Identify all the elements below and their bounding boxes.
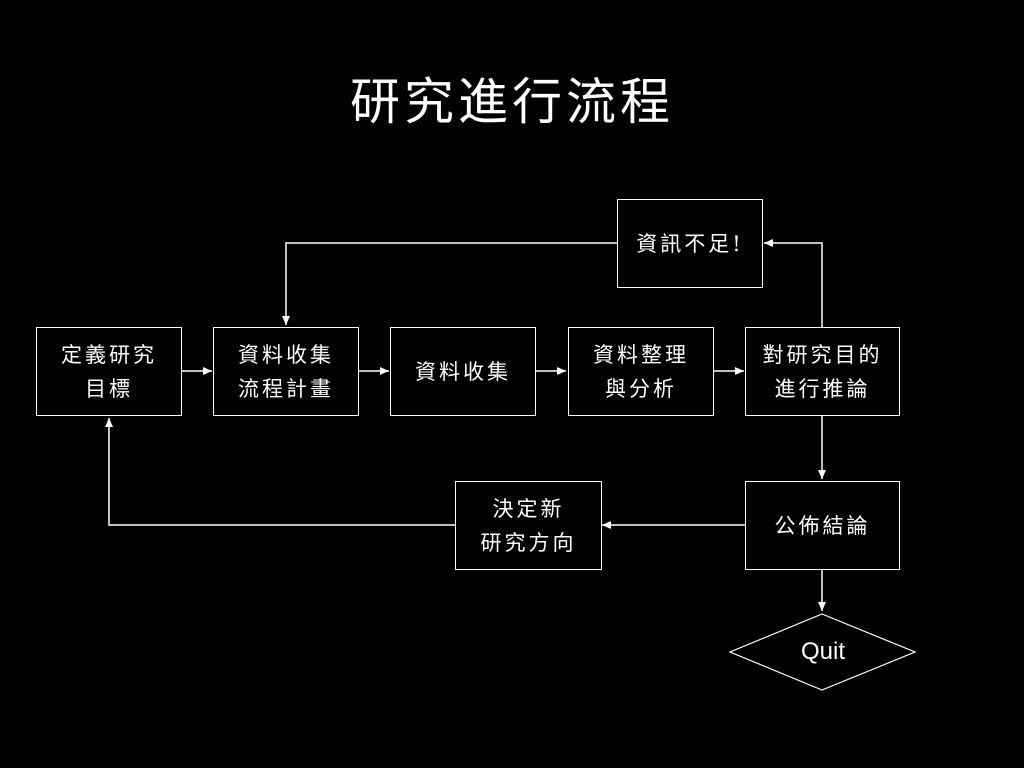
arrow-infer-to-insufficient: [764, 239, 823, 327]
node-data-collection-label: 資料收集: [415, 359, 511, 384]
node-collection-plan-label: 資料收集 流程計畫: [238, 342, 334, 401]
node-define-research-goal-label: 定義研究 目標: [61, 342, 157, 401]
node-new-direction: 決定新 研究方向: [455, 481, 602, 570]
quit-label: Quit: [800, 638, 845, 665]
arrow-insufficient-to-plan: [282, 242, 617, 325]
arrow-new-direction-to-define: [105, 418, 455, 526]
node-data-analysis-label: 資料整理 與分析: [593, 342, 689, 401]
node-collection-plan: 資料收集 流程計畫: [213, 327, 359, 416]
node-publish-conclusion: 公佈結論: [745, 481, 900, 570]
node-inference-label: 對研究目的 進行推論: [762, 342, 883, 401]
node-new-direction-label: 決定新 研究方向: [480, 496, 577, 555]
node-insufficient-info: 資訊不足!: [617, 199, 763, 288]
node-publish-conclusion-label: 公佈結論: [774, 513, 871, 538]
node-define-research-goal: 定義研究 目標: [36, 327, 182, 416]
node-insufficient-info-label: 資訊不足!: [636, 231, 744, 256]
quit-diamond: [728, 613, 917, 691]
slide-title: 研究進行流程: [350, 73, 674, 131]
node-data-collection: 資料收集: [390, 327, 536, 416]
node-data-analysis: 資料整理 與分析: [568, 327, 714, 416]
node-inference: 對研究目的 進行推論: [745, 327, 900, 416]
